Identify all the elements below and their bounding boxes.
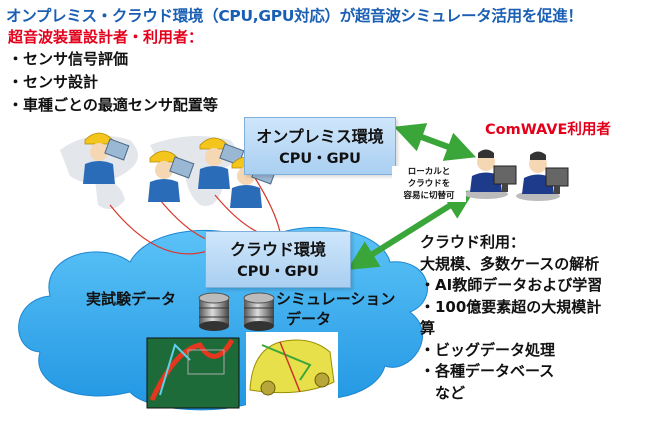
cloud-env-title: クラウド環境 xyxy=(229,240,326,259)
cloud-use-heading: クラウド利用： xyxy=(420,233,526,251)
cloud-use-item: ・各種データベース xyxy=(420,362,555,380)
simulation-data-label: シミュレーション xyxy=(276,290,396,308)
simulation-image xyxy=(146,337,240,409)
double-arrow-icon xyxy=(347,190,475,270)
cloud-use-item: など xyxy=(420,383,466,402)
cloud-use-item: 大規模、多数ケースの解析 xyxy=(420,254,600,273)
cloud-use-item: ・ビッグデータ処理 xyxy=(420,340,556,359)
onprem-title: オンプレミス環境 xyxy=(256,127,384,146)
comwave-users-label: ComWAVE利用者 xyxy=(485,122,611,138)
switch-note-line: クラウドを xyxy=(407,179,451,189)
cloud-use-list: クラウド利用： 大規模、多数ケースの解析 ・AI教師データおよび学習 ・100億… xyxy=(420,232,602,404)
car-model-image xyxy=(246,332,338,406)
cloud-environment-box: クラウド環境 CPU・GPU xyxy=(205,231,351,288)
cloud-use-item: ・AI教師データおよび学習 xyxy=(420,276,603,294)
switch-note-line: 容易に切替可 xyxy=(403,191,455,201)
double-arrow-icon xyxy=(393,123,477,161)
cloud-use-item: ・100億要素超の大規模計 xyxy=(420,297,602,316)
engineer-with-laptop-icon xyxy=(83,132,277,208)
switch-note-line: ローカルと xyxy=(407,167,451,177)
cloud-use-item: 算 xyxy=(420,319,436,337)
experiment-data-label: 実試験データ xyxy=(86,290,177,308)
cloud-env-sub: CPU・GPU xyxy=(237,264,319,280)
use-case-item: ・センサ設計 xyxy=(8,73,99,91)
database-icon xyxy=(198,292,275,331)
simulation-data-label-line2: データ xyxy=(286,310,332,328)
use-case-item: ・車種ごとの最適センサ配置等 xyxy=(8,96,218,114)
user-at-pc-icon xyxy=(464,149,569,201)
onprem-sub: CPU・GPU xyxy=(279,151,361,167)
page-title: オンプレミス・クラウド環境（CPU,GPU対応）が超音波シミュレータ活用を促進！ xyxy=(6,7,583,25)
target-users-heading: 超音波装置設計者・利用者： xyxy=(8,28,204,46)
use-case-list: ・センサ信号評価 ・センサ設計 ・車種ごとの最適センサ配置等 xyxy=(8,48,218,117)
onprem-environment-box: オンプレミス環境 CPU・GPU xyxy=(244,117,396,175)
switch-note: ローカルと クラウドを 容易に切替可 xyxy=(392,166,466,202)
use-case-item: ・センサ信号評価 xyxy=(8,50,129,68)
